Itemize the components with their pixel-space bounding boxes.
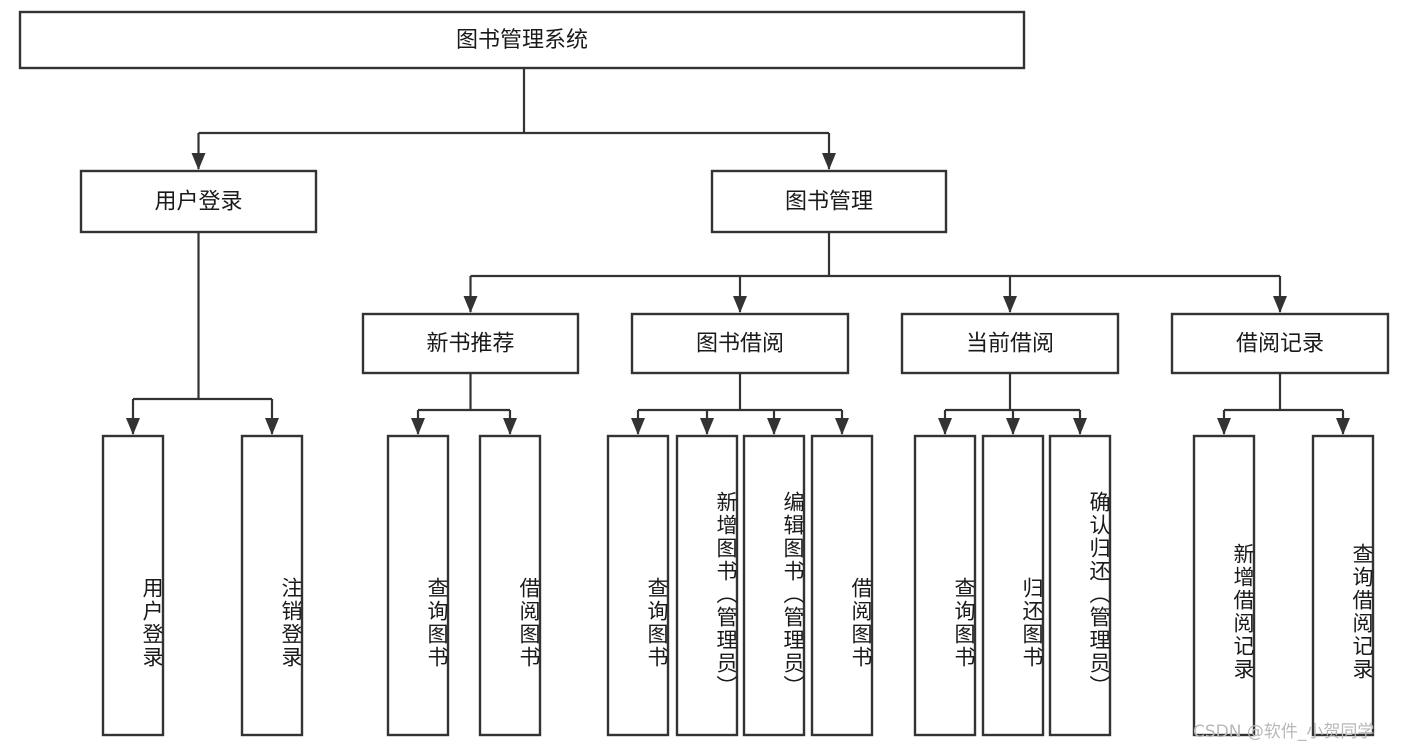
level3-node-2-label: 当前借阅	[966, 332, 1054, 357]
leaf-node-2[interactable]	[386, 434, 450, 737]
arrow-head-icon	[700, 418, 714, 435]
level3-node-1-label: 图书借阅	[696, 332, 784, 357]
leaf-node-6-box	[742, 434, 806, 737]
leaf-node-2-box	[386, 434, 450, 737]
leaf-node-3-box	[478, 434, 542, 737]
leaf-node-7[interactable]	[810, 434, 874, 737]
level3-node-1[interactable]: 图书借阅	[630, 312, 850, 375]
root-node-label: 图书管理系统	[456, 28, 588, 53]
leaf-node-4-box	[606, 434, 670, 737]
leaf-node-9-box	[981, 434, 1045, 737]
arrow-head-icon	[463, 296, 478, 313]
arrow-head-icon	[835, 418, 849, 435]
leaf-node-1[interactable]	[240, 434, 304, 737]
level2-node-0-label: 用户登录	[154, 190, 242, 215]
level3-node-2[interactable]: 当前借阅	[900, 312, 1120, 375]
root-node-box	[18, 10, 1026, 70]
leaf-node-1-box	[240, 434, 304, 737]
root-node[interactable]: 图书管理系统	[18, 10, 1026, 70]
leaf-node-8-box	[913, 434, 977, 737]
leaf-node-0[interactable]	[101, 434, 165, 737]
level2-node-0-box	[79, 169, 318, 234]
arrow-head-icon	[411, 418, 425, 435]
level2-node-1-label: 图书管理	[785, 190, 873, 215]
arrow-head-icon	[191, 153, 206, 170]
leaf-node-11-box	[1192, 434, 1256, 737]
arrow-head-icon	[126, 418, 140, 435]
leaf-node-0-box	[101, 434, 165, 737]
arrow-head-icon	[822, 153, 836, 170]
arrow-head-icon	[733, 296, 747, 313]
leaf-node-5[interactable]	[675, 434, 739, 737]
level3-node-1-box	[630, 312, 850, 375]
leaf-node-12-box	[1311, 434, 1375, 737]
level2-node-1[interactable]: 图书管理	[710, 169, 948, 234]
level3-node-0-box	[361, 312, 580, 375]
arrow-head-icon	[1073, 418, 1087, 435]
leaf-node-10[interactable]	[1048, 434, 1112, 737]
arrow-head-icon	[1006, 418, 1020, 435]
leaf-node-7-box	[810, 434, 874, 737]
arrow-head-icon	[1336, 418, 1350, 435]
arrow-head-icon	[938, 418, 952, 435]
leaf-node-8[interactable]	[913, 434, 977, 737]
arrow-head-icon	[1217, 418, 1231, 435]
leaf-node-11[interactable]	[1192, 434, 1256, 737]
level2-node-1-box	[710, 169, 948, 234]
leaf-node-5-box	[675, 434, 739, 737]
level3-node-3[interactable]: 借阅记录	[1170, 312, 1390, 375]
arrow-head-icon	[503, 418, 517, 435]
leaf-node-10-box	[1048, 434, 1112, 737]
connector-layer	[126, 68, 1350, 435]
arrow-head-icon	[631, 418, 645, 435]
leaf-node-12[interactable]	[1311, 434, 1375, 737]
level3-node-3-label: 借阅记录	[1236, 332, 1324, 357]
leaf-node-4[interactable]	[606, 434, 670, 737]
level3-node-2-box	[900, 312, 1120, 375]
level3-node-3-box	[1170, 312, 1390, 375]
level2-node-0[interactable]: 用户登录	[79, 169, 318, 234]
arrow-head-icon	[1273, 296, 1287, 313]
watermark-text: CSDN @软件_小贺同学	[1193, 722, 1375, 742]
level3-node-0[interactable]: 新书推荐	[361, 312, 580, 375]
leaf-node-9[interactable]	[981, 434, 1045, 737]
leaf-node-6[interactable]	[742, 434, 806, 737]
level3-node-0-label: 新书推荐	[426, 332, 514, 357]
arrow-head-icon	[265, 418, 279, 435]
arrow-head-icon	[767, 418, 781, 435]
arrow-head-icon	[1003, 296, 1017, 313]
leaf-node-3[interactable]	[478, 434, 542, 737]
